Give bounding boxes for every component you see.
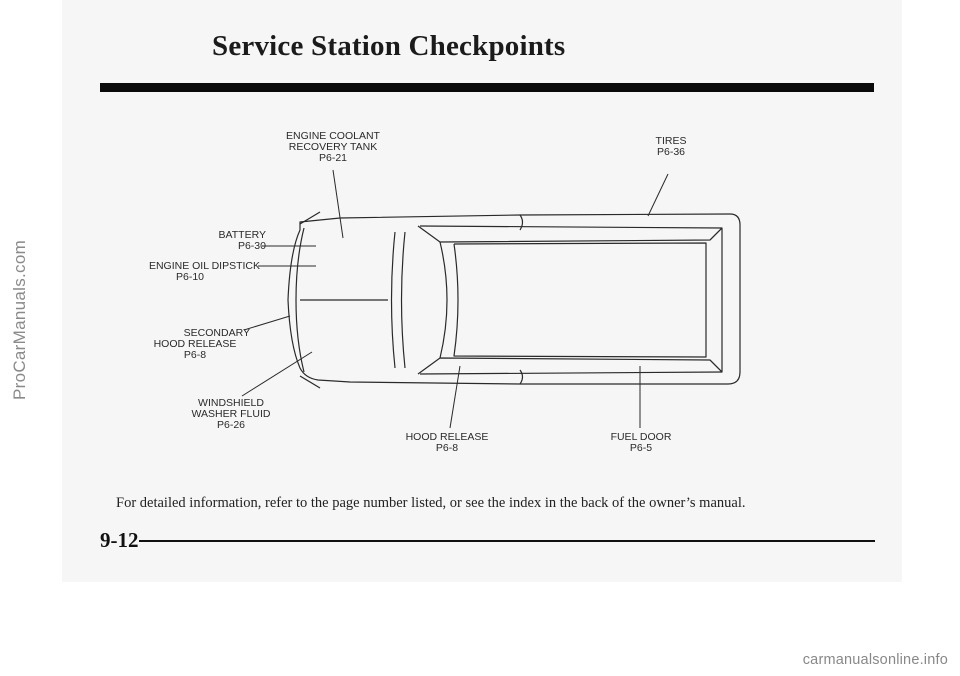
callout-fuel-door: FUEL DOOR P6-5 xyxy=(610,431,672,454)
page-rule xyxy=(139,540,875,542)
manual-page xyxy=(62,0,902,582)
callout-engine-oil-dipstick: ENGINE OIL DIPSTICK P6-10 xyxy=(148,260,260,283)
footnote: For detailed information, refer to the p… xyxy=(116,495,746,511)
callout-engine-coolant: ENGINE COOLANT RECOVERY TANK P6-21 xyxy=(286,130,380,164)
callout-secondary-hood-release: SECONDARY HOOD RELEASE P6-8 xyxy=(153,327,250,361)
callout-tires: TIRES P6-36 xyxy=(655,135,687,158)
page-number: 9-12 xyxy=(100,528,139,552)
callout-hood-release: HOOD RELEASE P6-8 xyxy=(405,431,489,454)
title-rule xyxy=(100,83,874,92)
page-title: Service Station Checkpoints xyxy=(212,30,566,62)
bottom-watermark: carmanualsonline.info xyxy=(802,652,948,668)
callout-battery: BATTERY P6-30 xyxy=(218,229,266,252)
callout-windshield-washer-fluid: WINDSHIELD WASHER FLUID P6-26 xyxy=(191,397,271,431)
